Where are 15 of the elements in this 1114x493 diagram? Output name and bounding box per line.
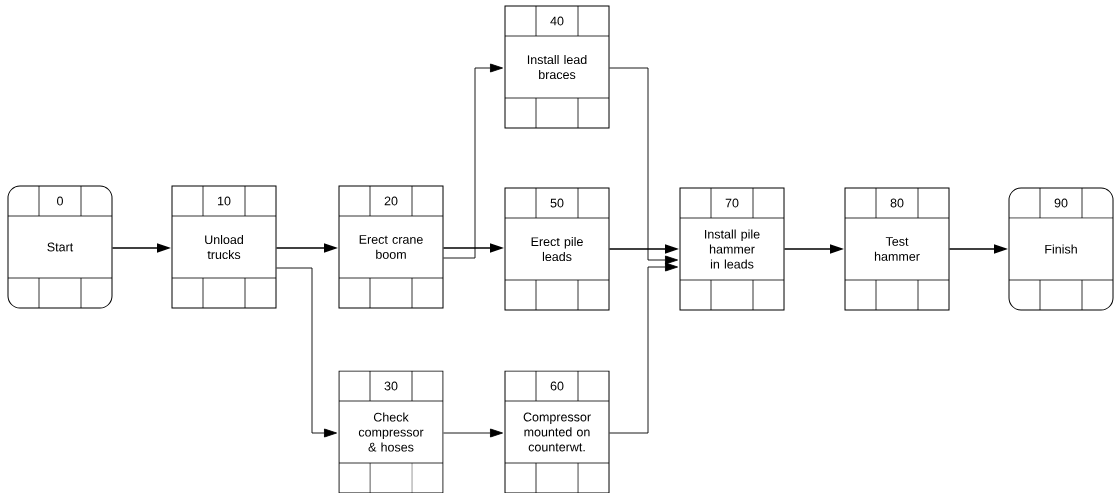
activity-box: 80 Test hammer (844, 187, 950, 311)
activity-box: 50 Erect pile leads (504, 187, 610, 311)
activity-box: 30 Check compressor & hoses (338, 370, 444, 493)
activity-box: 0 Start (7, 185, 113, 309)
activity-box: 70 Install pile hammer in leads (679, 187, 785, 311)
activity-box: 20 Erect crane boom (338, 185, 444, 309)
activity-box: 10 Unload trucks (171, 185, 277, 309)
activity-box: 60 Compressor mounted on counterwt. (504, 370, 610, 493)
arrow (609, 67, 678, 265)
activity-box: 40 Install lead braces (504, 5, 610, 129)
arrow (443, 428, 503, 438)
arrow (609, 262, 678, 434)
arrow (276, 267, 337, 438)
activity-box: 90 Finish (1008, 187, 1114, 311)
arrow (443, 63, 503, 259)
